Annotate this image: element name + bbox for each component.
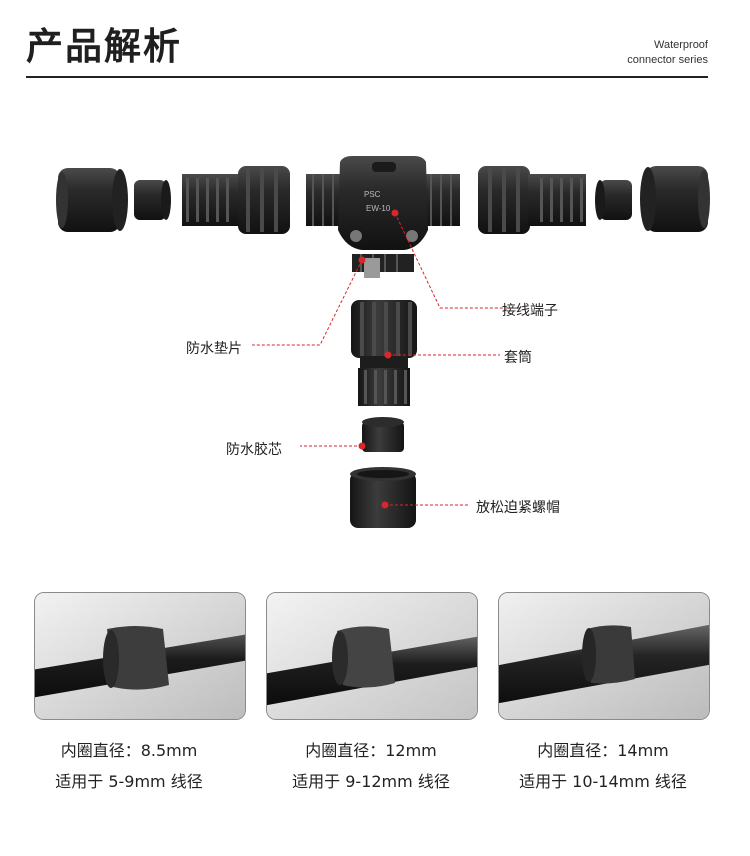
subtitle-line-2: connector series [627,54,708,66]
vertical-sleeve [351,300,417,406]
callout-terminal: 接线端子 [502,303,558,319]
subtitle-line-1: Waterproof [653,39,708,51]
housing-mark-1: PSC [364,190,381,199]
callout-dots [358,209,399,509]
callout-rubber-core: 防水胶芯 [226,442,282,458]
vertical-rubber-core [362,417,404,452]
rubber-core-photo-small [34,592,246,720]
series-subtitle: Waterproof connector series [627,38,708,68]
left-lock-nut [56,168,128,232]
rubber-core-photo-large [498,592,710,720]
housing-mark-2: EW-10 [366,204,391,213]
vertical-lock-nut [350,467,416,528]
card-2-inner-diameter: 内圈直径：12mm [305,741,437,760]
page-title: 产品解析 [26,25,182,68]
exploded-connector-illustration [56,156,710,528]
callout-lines [252,212,520,506]
left-sleeve [182,166,290,234]
right-rubber-core [595,180,632,220]
t-body-housing [306,156,460,278]
right-lock-nut [640,166,710,232]
card-1-inner-diameter: 内圈直径：8.5mm [60,741,198,760]
callout-sleeve: 套筒 [504,350,532,366]
callout-gasket: 防水垫片 [186,341,242,357]
rubber-core-photo-medium [266,592,478,720]
card-3-wire-range: 适用于 10-14mm 线径 [519,772,687,791]
callout-lock-nut: 放松迫紧螺帽 [476,500,560,516]
card-3-inner-diameter: 内圈直径：14mm [537,741,669,760]
header-divider [26,76,708,78]
right-sleeve [478,166,586,234]
card-2-wire-range: 适用于 9-12mm 线径 [292,772,450,791]
card-1-wire-range: 适用于 5-9mm 线径 [55,772,203,791]
left-rubber-core [134,180,171,220]
